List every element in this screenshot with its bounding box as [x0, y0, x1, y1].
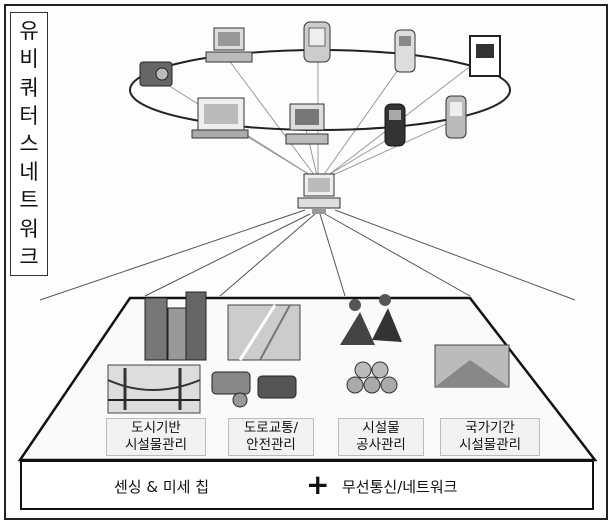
caption-line: 도시기반 [131, 420, 181, 436]
side-title-char: 워 [19, 216, 39, 241]
caption-line: 시설물 [362, 420, 400, 436]
caption-city-infrastructure: 도시기반 시설물관리 [106, 418, 206, 456]
caption-line: 공사관리 [356, 437, 406, 453]
caption-line: 도로교통/ [243, 420, 299, 436]
caption-line: 시설물관리 [124, 437, 188, 453]
monitor-computer-icon [285, 103, 329, 145]
caption-road-traffic-safety: 도로교통/ 안전관리 [228, 418, 314, 456]
caption-line: 국가기간 [465, 420, 515, 436]
caption-facility-construction: 시설물 공사관리 [338, 418, 424, 456]
sensing-chip-label: 센싱 & 미세 칩 [114, 478, 210, 496]
digital-camera-icon [139, 61, 173, 87]
side-title-ubiquitous-network: 유 비 쿼 터 스 네 트 워 크 [10, 12, 48, 276]
construction-workers-icon [340, 294, 402, 345]
side-title-char: 트 [19, 188, 39, 213]
dam-facility-icon [434, 344, 510, 388]
side-title-char: 터 [19, 103, 39, 128]
central-server-icon [297, 173, 341, 214]
side-title-char: 쿼 [19, 75, 39, 100]
flip-phone-icon [394, 29, 416, 73]
mobile-phone-icon [384, 103, 406, 147]
caption-national-facility: 국가기간 시설물관리 [440, 418, 540, 456]
pda-icon [303, 21, 331, 63]
pipe-stack-icon [346, 361, 398, 394]
side-title-char: 유 [19, 19, 39, 44]
smart-appliance-icon [469, 35, 501, 77]
desktop-computer-icon [205, 27, 253, 63]
traffic-accident-icon [211, 371, 297, 408]
technology-bar: 센싱 & 미세 칩 + 무선통신/네트워크 [20, 460, 594, 510]
city-buildings-icon [144, 291, 207, 361]
plus-sign: + [306, 468, 330, 501]
side-title-char: 크 [19, 244, 39, 269]
highway-road-icon [227, 304, 301, 361]
smartphone-icon [445, 95, 467, 139]
notebook-computer-icon [191, 97, 249, 139]
suspension-bridge-icon [107, 364, 201, 414]
caption-line: 안전관리 [246, 437, 296, 453]
side-title-char: 비 [19, 47, 39, 72]
hub-to-base-lines [39, 209, 576, 301]
side-title-char: 네 [19, 160, 39, 185]
side-title-char: 스 [19, 131, 39, 156]
wireless-network-label: 무선통신/네트워크 [342, 478, 458, 496]
caption-line: 시설물관리 [458, 437, 522, 453]
